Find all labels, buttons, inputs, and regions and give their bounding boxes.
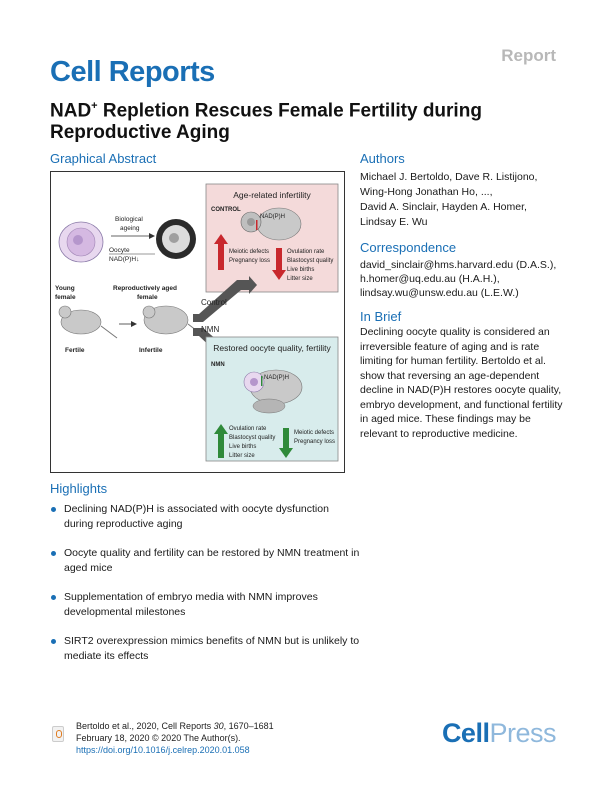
- live-births-top: Live births: [287, 267, 314, 273]
- author-line[interactable]: Lindsay E. Wu: [360, 216, 428, 228]
- highlight-item: SIRT2 overexpression mimics benefits of …: [50, 634, 360, 663]
- nmn-tag: NMN: [211, 362, 225, 368]
- control-tag: CONTROL: [211, 207, 241, 213]
- authors-heading: Authors: [360, 151, 405, 166]
- article-title: NAD+ Repletion Rescues Female Fertility …: [50, 100, 482, 144]
- blastocyst-quality-bottom: Blastocyst quality: [229, 435, 275, 441]
- fertile-label: Fertile: [65, 347, 85, 354]
- highlight-item: Declining NAD(P)H is associated with ooc…: [50, 502, 360, 531]
- ageing-arrowhead: [149, 233, 155, 239]
- in-brief-text: Declining oocyte quality is considered a…: [360, 326, 563, 440]
- young-mouse-icon: [60, 309, 102, 335]
- journal-name[interactable]: Cell Reports: [50, 56, 215, 88]
- restored-oocyte-nucleus: [250, 378, 258, 386]
- top-nadph-label: NAD(P)H: [260, 214, 285, 220]
- biological-label: Biological: [115, 216, 143, 223]
- citation-block: Bertoldo et al., 2020, Cell Reports 30, …: [76, 720, 274, 756]
- female-label: female: [55, 294, 76, 301]
- top-box-title: Age-related infertility: [233, 190, 311, 200]
- nadph-down-arrow: [256, 220, 258, 230]
- author-line[interactable]: Michael J. Bertoldo, Dave R. Listijono,: [360, 171, 538, 183]
- green-up-arrow: [218, 434, 224, 458]
- infertile-label: Infertile: [139, 347, 163, 354]
- aged-mouse-head: [142, 305, 156, 319]
- green-down-arrowhead: [279, 448, 293, 458]
- highlights-list: Declining NAD(P)H is associated with ooc…: [50, 502, 360, 678]
- meiotic-defects-top: Meiotic defects: [229, 249, 269, 255]
- correspondence-email[interactable]: h.homer@uq.edu.au (H.A.H.),: [360, 273, 500, 285]
- correspondence-email[interactable]: david_sinclair@hms.harvard.edu (D.A.S.),: [360, 259, 557, 271]
- authors-list: Michael J. Bertoldo, Dave R. Listijono, …: [360, 170, 565, 230]
- oocyte-nucleus: [247, 218, 255, 226]
- control-arrow-label: Control: [201, 298, 227, 307]
- highlight-item: Oocyte quality and fertility can be rest…: [50, 546, 360, 575]
- repro-aged-label: Reproductively aged: [113, 285, 177, 292]
- red-down-arrowhead: [272, 270, 286, 280]
- nmn-arrow-label: NMN: [201, 325, 219, 334]
- red-down-arrow: [276, 248, 282, 270]
- in-brief-heading: In Brief: [360, 309, 402, 324]
- cellpress-logo[interactable]: CellPress: [441, 718, 557, 748]
- correspondence-list: david_sinclair@hms.harvard.edu (D.A.S.),…: [360, 258, 565, 300]
- correspondence-email[interactable]: lindsay.wu@unsw.edu.au (L.E.W.): [360, 287, 519, 299]
- nadph-down-label: NAD(P)H↓: [109, 256, 139, 263]
- bottom-box-title: Restored oocyte quality, fertility: [213, 343, 331, 353]
- ageing-label: ageing: [120, 225, 140, 232]
- meiotic-defects-bottom: Meiotic defects: [294, 430, 334, 436]
- pups-icon: [252, 398, 286, 414]
- ovulation-rate-bottom: Ovulation rate: [229, 426, 267, 432]
- doi-link[interactable]: https://doi.org/10.1016/j.celrep.2020.01…: [76, 745, 250, 755]
- article-type-label: Report: [501, 46, 556, 65]
- highlight-item: Supplementation of embryo media with NMN…: [50, 590, 360, 619]
- aged-mouse-body: [256, 207, 302, 241]
- open-access-icon: [52, 726, 64, 742]
- author-line[interactable]: David A. Sinclair, Hayden A. Homer,: [360, 201, 527, 213]
- aged-oocyte-nucleus: [169, 233, 179, 243]
- nadph-up-arrow: [261, 376, 263, 386]
- control-branch-arrow: [193, 280, 251, 322]
- bottom-nadph-label: NAD(P)H: [264, 375, 289, 381]
- graphical-abstract-heading: Graphical Abstract: [50, 151, 157, 166]
- repro-aged-female-label: female: [137, 294, 158, 301]
- young-label: Young: [55, 285, 75, 292]
- author-line[interactable]: Wing-Hong Jonathan Ho, ...,: [360, 186, 493, 198]
- control-branch-arrowhead: [249, 276, 257, 294]
- citation-date-line: February 18, 2020 © 2020 The Author(s).: [76, 733, 241, 743]
- pregnancy-loss-top: Pregnancy loss: [229, 258, 270, 264]
- mouse-arrowhead: [131, 321, 137, 327]
- oocyte-label: Oocyte: [109, 247, 130, 254]
- green-down-arrow: [283, 428, 289, 448]
- correspondence-heading: Correspondence: [360, 240, 457, 255]
- blastocyst-quality-top: Blastocyst quality: [287, 258, 333, 264]
- pregnancy-loss-bottom: Pregnancy loss: [294, 439, 335, 445]
- litter-size-top: Litter size: [287, 276, 313, 282]
- young-oocyte-nucleus: [73, 235, 83, 245]
- graphical-abstract-figure: Age-related infertility CONTROL NAD(P)H …: [50, 171, 345, 473]
- green-up-arrowhead: [214, 424, 228, 434]
- highlights-heading: Highlights: [50, 481, 108, 496]
- young-mouse-head: [58, 305, 72, 319]
- young-mouse-tail: [100, 325, 118, 339]
- live-births-bottom: Live births: [229, 444, 256, 450]
- ovulation-rate-top: Ovulation rate: [287, 249, 325, 255]
- red-up-arrow: [218, 244, 224, 270]
- citation-line: Bertoldo et al., 2020, Cell Reports 30, …: [76, 721, 274, 731]
- litter-size-bottom: Litter size: [229, 453, 255, 459]
- red-up-arrowhead: [214, 234, 228, 244]
